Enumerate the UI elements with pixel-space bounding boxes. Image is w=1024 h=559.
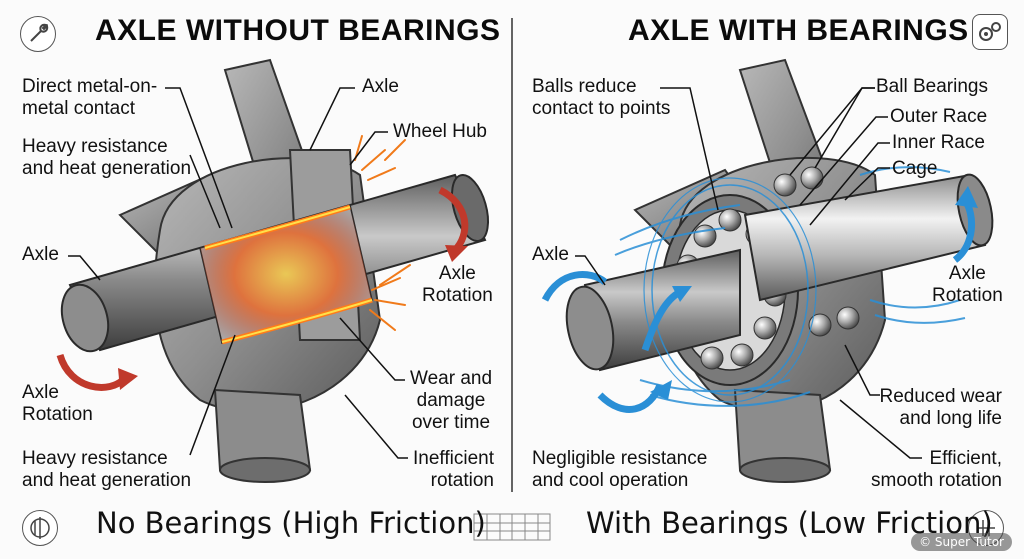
label-cage: Cage [892, 158, 938, 179]
gears-icon [972, 14, 1008, 50]
caption-left: No Bearings (High Friction) [96, 506, 486, 540]
left-rotation-arrowhead-right [445, 245, 468, 262]
grid-icon [473, 513, 551, 541]
label-axle-left: Axle [22, 244, 59, 265]
left-rotation-arrowhead-bottom [118, 368, 138, 390]
label-inefficient-rotation: Inefficient rotation [413, 448, 494, 491]
right-rotation-arrowhead-center [672, 286, 692, 302]
watermark: © Super Tutor [911, 533, 1012, 551]
label-inner-race: Inner Race [892, 132, 985, 153]
label-ball-bearings: Ball Bearings [876, 76, 988, 97]
right-leader-lines [575, 87, 922, 459]
right-title: AXLE WITH BEARINGS [628, 14, 969, 47]
right-rotation-arrowhead-right [955, 186, 978, 208]
label-heavy-resistance-top: Heavy resistance and heat generation [22, 136, 192, 179]
right-rotation-arrow-bottom [597, 383, 664, 413]
label-efficient-rotation: Efficient, smooth rotation [871, 448, 1002, 491]
left-axle [60, 173, 490, 353]
right-axle [565, 173, 994, 372]
right-rotation-arrow-center [641, 288, 682, 352]
label-wheel-hub: Wheel Hub [393, 121, 487, 142]
wrench-icon [20, 16, 56, 52]
left-leader-lines [68, 87, 408, 459]
label-negligible-resistance: Negligible resistance and cool operation [532, 448, 708, 491]
label-wear-damage: Wear and damage over time [410, 368, 493, 433]
right-rotation-arrowhead-bottom [650, 380, 672, 400]
label-balls-reduce-contact: Balls reduce contact to points [532, 76, 671, 119]
label-axle-rotation-right: Axle Rotation [422, 263, 493, 306]
left-title: AXLE WITHOUT BEARINGS [95, 14, 501, 47]
label-axle-rotation-left: Axle Rotation [22, 382, 93, 425]
label-direct-contact: Direct metal-on- metal contact [22, 76, 158, 119]
bearing-symbol-icon [22, 510, 58, 546]
label-axle-left-right-panel: Axle [532, 244, 569, 265]
label-reduced-wear: Reduced wear and long life [879, 386, 1002, 429]
label-axle-rotation-right-panel: Axle Rotation [932, 263, 1003, 306]
label-axle-top: Axle [362, 76, 399, 97]
label-outer-race: Outer Race [890, 106, 988, 127]
left-rotation-arrow-right [438, 186, 469, 253]
label-heavy-resistance-bottom: Heavy resistance and heat generation [22, 448, 192, 491]
